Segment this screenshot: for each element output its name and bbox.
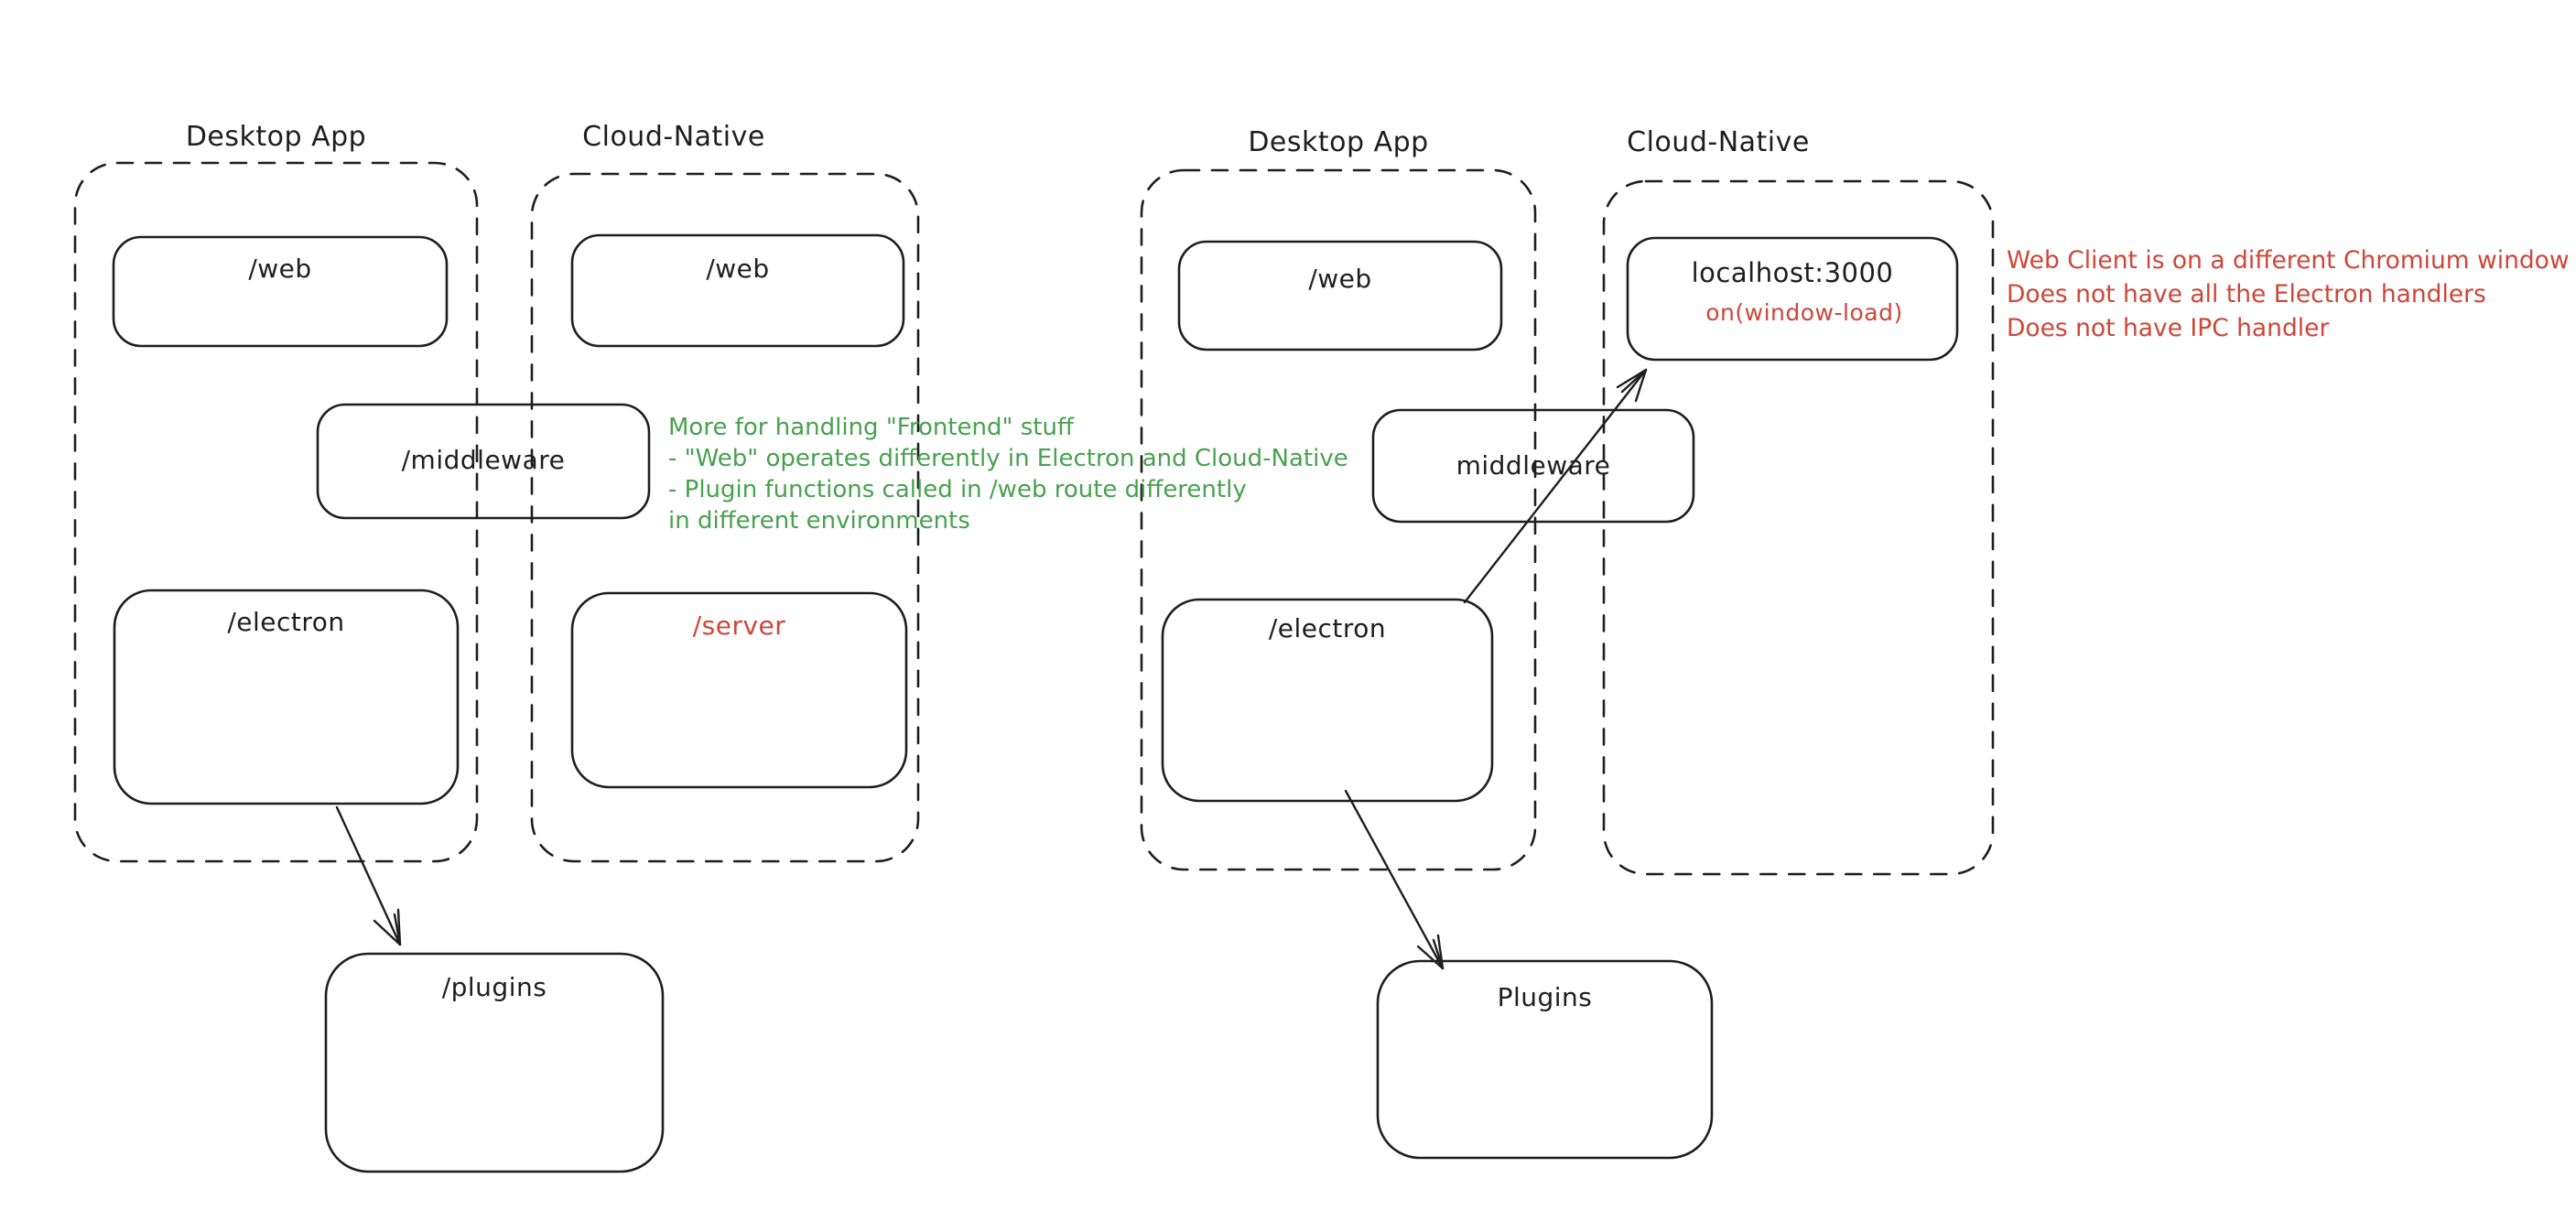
server-box-left [570,591,908,789]
desktop-app-container-right [1140,168,1537,871]
desktop-app-container-left [73,161,479,863]
electron-box-left [113,589,460,805]
web-box-left-desktop [112,235,449,348]
web-box-right [1177,240,1503,351]
green-annotation-line-3: - Plugin functions called in /web route … [668,476,1247,503]
server-label: /server [692,611,786,641]
plugins-label-right: Plugins [1497,982,1593,1012]
green-annotation: More for handling "Frontend" stuff - "We… [668,412,1348,536]
desktop-app-label-left: Desktop App [185,121,367,153]
desktop-app-label-right: Desktop App [1248,126,1429,158]
plugins-box-right [1376,959,1714,1160]
red-annotation-line-1: Web Client is on a different Chromium wi… [2007,246,2570,275]
red-annotation-line-3: Does not have IPC handler [2007,314,2330,342]
green-annotation-line-4: in different environments [668,507,970,535]
red-annotation: Web Client is on a different Chromium wi… [2007,243,2570,345]
middleware-box-right [1371,408,1695,524]
green-annotation-line-1: More for handling "Frontend" stuff [668,414,1074,441]
plugins-box-left [324,952,665,1173]
plugins-label-left: /plugins [441,972,547,1002]
green-annotation-line-2: - "Web" operates differently in Electron… [668,445,1348,472]
localhost-label: localhost:3000 [1691,257,1894,288]
middleware-label-right: middleware [1456,450,1611,481]
middleware-box-left [316,403,651,520]
web-box-left-cloud [570,233,905,348]
arrow-electron-to-localhost [1463,368,1648,604]
cloud-native-label-left: Cloud-Native [582,121,765,153]
electron-label-left: /electron [227,607,345,637]
electron-box-right [1161,598,1494,803]
electron-label-right: /electron [1268,613,1387,643]
web-label-left-desktop: /web [248,254,312,284]
cloud-native-label-right: Cloud-Native [1627,126,1810,158]
arrow-electron-to-plugins-left [335,805,402,946]
web-label-right: /web [1308,264,1372,294]
localhost-box [1626,236,1959,362]
red-annotation-line-2: Does not have all the Electron handlers [2007,280,2486,308]
web-label-left-cloud: /web [706,254,770,284]
on-window-load-label: on(window-load) [1705,299,1903,326]
cloud-native-container-right [1602,179,1995,876]
middleware-label-left: /middleware [401,445,566,475]
arrow-electron-to-plugins-right [1344,789,1445,970]
